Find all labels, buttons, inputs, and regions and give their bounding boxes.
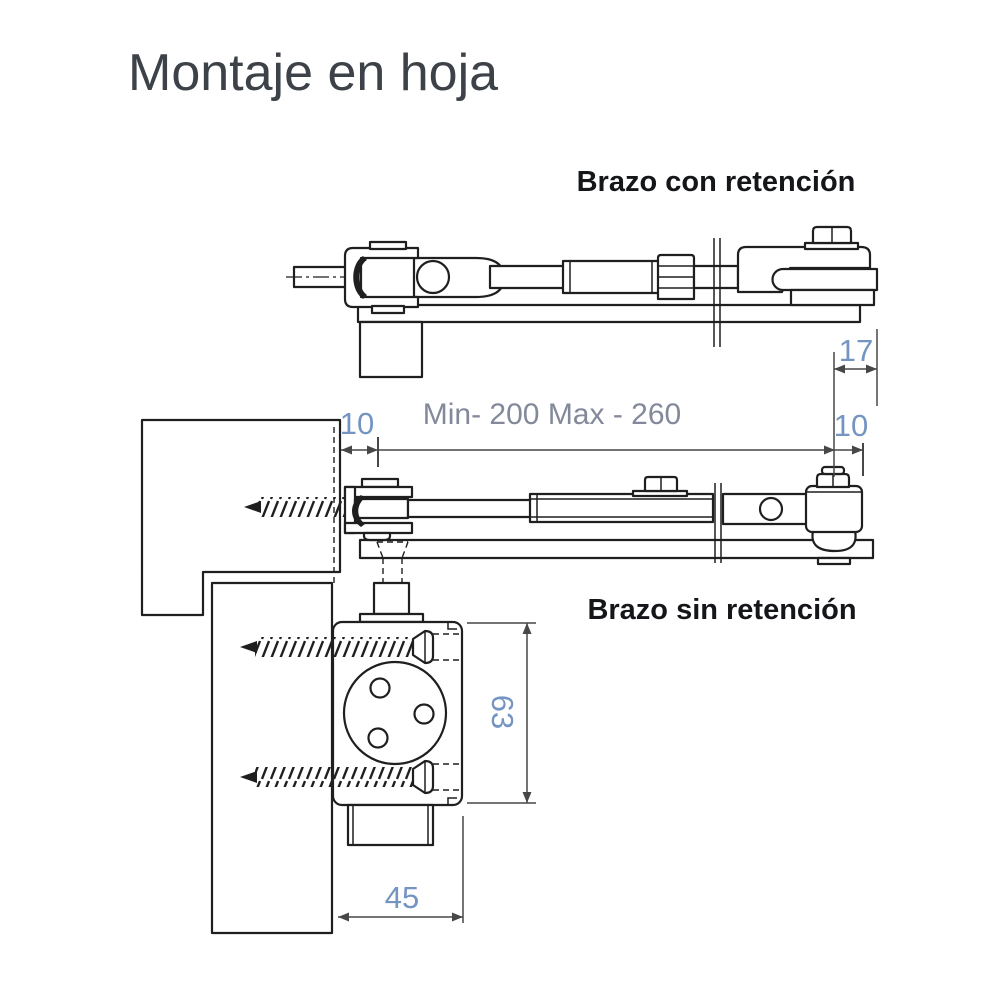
door-screw-top-hole [433, 633, 461, 661]
bracket-bottom-tab [362, 531, 392, 542]
arm-rod-right [692, 264, 740, 290]
fork-top-tab [368, 240, 408, 251]
body-main-circle [342, 660, 448, 766]
pivot-base [358, 612, 425, 624]
turnbuckle-body [561, 259, 662, 295]
fork-jaw [353, 256, 367, 299]
dim17-value: 17 [839, 333, 873, 368]
body-hole-bottom [367, 727, 389, 749]
arm-head-plate2 [789, 288, 876, 307]
frame-and-door-section [140, 418, 342, 935]
lower-arm-rod [406, 498, 535, 519]
dim-arrow-left-out [341, 445, 352, 455]
dim45-arrow-right [452, 912, 463, 922]
dim10-left-value: 10 [340, 406, 374, 441]
dim10-right-value: 10 [834, 408, 868, 443]
dim45-value: 45 [385, 880, 419, 915]
lower-arm-bar-lines [530, 494, 713, 522]
body-hole-top [369, 677, 391, 699]
door-leaf-section [210, 581, 334, 935]
adjuster-nut-facets [658, 265, 694, 289]
body-hole-right [413, 703, 435, 725]
door-screw-bottom-hole [433, 763, 461, 791]
frame-section [140, 418, 342, 617]
break-lines-bottom [714, 483, 722, 563]
door-screw-bottom-tip [240, 771, 257, 783]
label-arm-without-hold: Brazo sin retención [587, 594, 856, 626]
dim63-arrow-top [522, 623, 532, 634]
top-mounting-block [358, 320, 424, 379]
bracket-jaw [352, 495, 365, 527]
end-block-bump [811, 529, 857, 553]
body-corner-marks [447, 622, 457, 805]
page-title: Montaje en hoja [128, 44, 498, 102]
end-bolt-cap [820, 465, 846, 476]
spindle-cone-hidden [376, 541, 409, 559]
dimension-lines [333, 329, 878, 923]
top-mounting-plate [356, 303, 862, 324]
lower-plate-pad [816, 556, 852, 566]
lower-link-hole [758, 496, 784, 522]
door-screw-top-head [411, 629, 435, 665]
arm-without-hold-assembly [343, 465, 875, 609]
fork-bracket [343, 246, 420, 309]
dim63-arrow-bottom [522, 792, 532, 803]
lower-arm-bar [528, 492, 715, 524]
diagram-text: Montaje en hoja Brazo con retención Braz… [128, 44, 873, 915]
closer-body [331, 581, 464, 847]
fork-bottom-tab [370, 304, 406, 315]
body-bottom-block [346, 803, 435, 847]
dim63-value: 63 [485, 695, 520, 729]
bracket-bar [353, 497, 410, 520]
bracket-bottom-flange [343, 521, 414, 535]
dim45-arrow-left [338, 912, 349, 922]
link-hole [415, 259, 451, 295]
door-screw-bottom-head [411, 759, 435, 795]
turnbuckle-caps [569, 261, 653, 293]
arm-head-plate1 [771, 267, 879, 292]
door-screw-top-thread [255, 637, 413, 657]
bracket-top-tab [360, 477, 400, 489]
spindle-shaft-hidden [382, 558, 403, 590]
arm-rod-middle [488, 264, 571, 290]
dim-arrow-right-in [824, 445, 835, 455]
dim-arrow-right-out [852, 445, 863, 455]
lower-mounting-plate [358, 538, 875, 560]
frame-screw-tip [244, 501, 261, 513]
dim-range-value: Min- 200 Max - 260 [423, 398, 681, 431]
arm-head [736, 245, 872, 294]
break-lines-top [713, 238, 721, 347]
arm-with-hold-assembly [286, 225, 879, 379]
lower-end-block [804, 484, 864, 534]
fixing-screws [240, 497, 461, 795]
frame-screw-thread [258, 497, 344, 517]
body-bottom-block-lines [352, 805, 429, 845]
dim63-ext-lines [467, 622, 536, 804]
door-screw-top-tip [240, 641, 257, 653]
dim17-arrow-left [834, 364, 845, 374]
label-arm-with-hold: Brazo con retención [577, 166, 856, 198]
dim-arrow-left-in [367, 445, 378, 455]
dim17-arrow-right [866, 364, 877, 374]
door-screw-bottom-thread [255, 767, 413, 787]
pivot-pedestal [372, 581, 411, 616]
